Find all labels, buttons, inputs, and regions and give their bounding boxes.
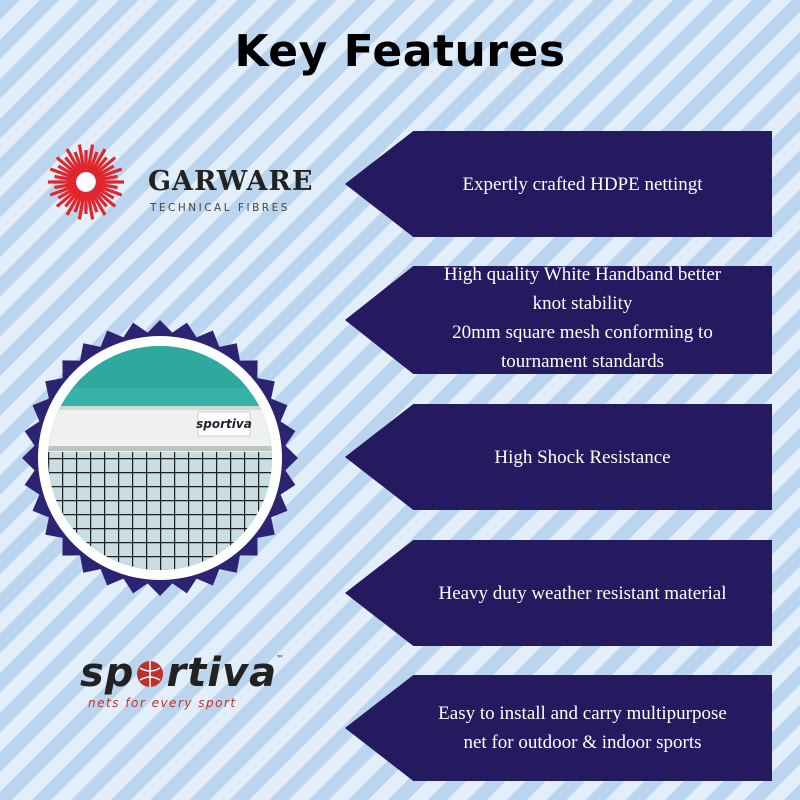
feature-text: knot stability <box>532 293 633 314</box>
feature-banner-3: High Shock Resistance <box>345 404 772 510</box>
feature-banner-4: Heavy duty weather resistant material <box>345 540 772 646</box>
feature-text: Expertly crafted HDPE nettingt <box>462 173 703 195</box>
sportiva-word-pre: sp <box>80 650 135 696</box>
sportiva-tagline: nets for every sport <box>88 696 237 710</box>
feature-banner-1: Expertly crafted HDPE nettingt <box>345 131 772 237</box>
feature-banner-5: Easy to install and carry multipurpose n… <box>345 675 772 781</box>
ball-icon <box>137 661 164 687</box>
trademark-mark: ™ <box>276 654 284 663</box>
feature-text: High Shock Resistance <box>494 446 671 468</box>
feature-text: tournament standards <box>500 351 665 372</box>
garware-name: GARWARE <box>148 166 314 197</box>
feature-text: Heavy duty weather resistant material <box>438 582 727 604</box>
sportiva-word-post: rtiva <box>166 650 278 696</box>
feature-text: High quality White Handband better <box>443 264 722 285</box>
garware-sunburst-icon <box>48 144 124 220</box>
feature-text: net for outdoor & indoor sports <box>463 732 702 753</box>
feature-text: 20mm square mesh conforming to <box>452 322 713 343</box>
page-title: Key Features <box>234 26 566 77</box>
feature-banner-2: High quality White Handband better knot … <box>345 266 772 374</box>
garware-logo: GARWARE TECHNICAL FIBRES <box>40 140 320 220</box>
feature-text: Easy to install and carry multipurpose <box>438 703 727 724</box>
net-photo: sportiva <box>20 318 300 598</box>
net-banner-label: sportiva <box>196 417 252 431</box>
garware-subtitle: TECHNICAL FIBRES <box>150 202 290 214</box>
